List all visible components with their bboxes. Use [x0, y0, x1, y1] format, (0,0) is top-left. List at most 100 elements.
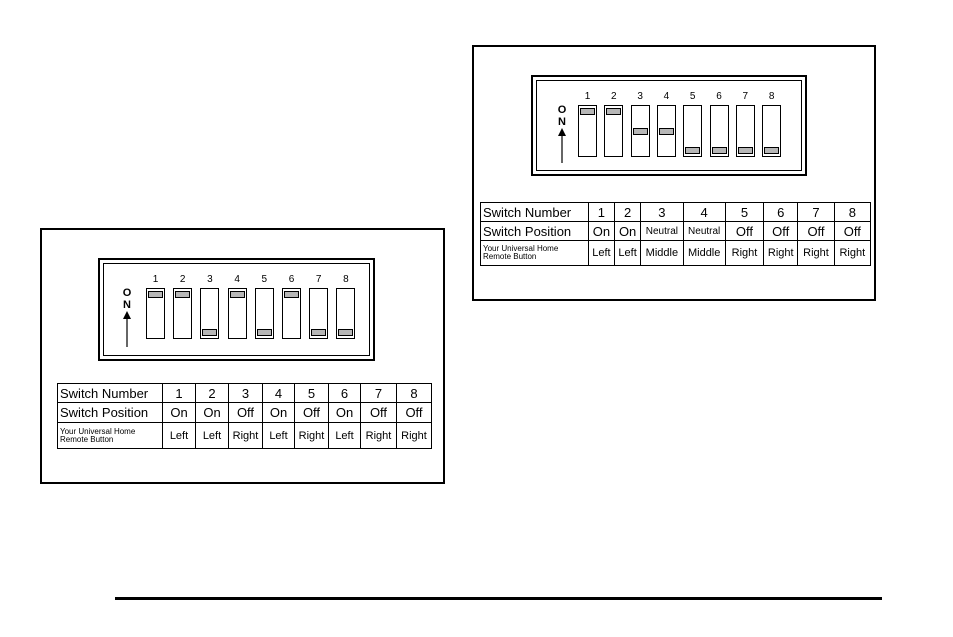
dip-switch-7: [309, 288, 329, 339]
row-header-remote-button: Your Universal Home Remote Button: [57, 422, 163, 449]
switch-number-label: 6: [716, 91, 722, 102]
switch-number-cell: 6: [328, 383, 361, 403]
switch-number-label: 7: [315, 274, 322, 285]
switch-number-label: 7: [742, 91, 749, 102]
switch-number-cell: 4: [682, 202, 726, 222]
switch-number-label: 8: [343, 274, 349, 285]
table-row-remote-button: Your Universal Home Remote Button Left L…: [480, 240, 872, 266]
switch-settings-table: Switch Number 1 2 3 4 5 6 7 8 Switch Pos…: [57, 383, 432, 449]
remote-button-cell: Middle: [640, 240, 684, 266]
dip-switch-5: [254, 288, 274, 339]
on-arrow-icon: [123, 311, 131, 347]
remote-button-cell: Left: [162, 422, 196, 449]
page-footer-rule: [115, 597, 882, 600]
row-header-remote-button: Your Universal Home Remote Button: [480, 240, 589, 266]
row-header-switch-position: Switch Position: [57, 402, 163, 423]
switch-number-cell: 5: [294, 383, 329, 403]
switch-number-label: 6: [288, 274, 295, 285]
switch-slider: [175, 291, 191, 298]
dip-switch-3: [630, 105, 650, 157]
on-label-n: N: [558, 116, 566, 128]
switch-number-cell: 7: [797, 202, 835, 222]
dip-switch-2: [604, 105, 624, 157]
dip-switch-3: [200, 288, 220, 339]
switch-number-cell: 4: [262, 383, 295, 403]
remote-button-cell: Left: [262, 422, 295, 449]
remote-button-cell: Left: [614, 240, 642, 266]
table-row-switch-number: Switch Number 1 2 3 4 5 6 7 8: [480, 202, 872, 222]
remote-button-cell: Right: [294, 422, 329, 449]
switch-position-cell: Neutral: [682, 221, 726, 241]
switch-number-cell: 3: [228, 383, 263, 403]
dip-switch-8: [762, 105, 782, 157]
on-label-o: O: [557, 104, 567, 116]
switch-slider: [148, 291, 163, 298]
switch-number-label: 5: [689, 91, 696, 102]
switch-slider: [658, 128, 674, 135]
dip-switch-6: [709, 105, 729, 157]
remote-button-cell: Right: [724, 240, 765, 266]
switch-position-cell: Off: [797, 221, 835, 241]
switch-position-cell: On: [328, 402, 361, 423]
remote-button-cell: Left: [328, 422, 361, 449]
remote-button-cell: Middle: [682, 240, 726, 266]
switch-position-cell: Off: [228, 402, 263, 423]
switch-position-cell: On: [195, 402, 229, 423]
dip-switch-8: [336, 288, 356, 339]
switch-slider: [606, 108, 622, 115]
switch-position-cell: On: [162, 402, 196, 423]
switch-number-label: 3: [207, 274, 213, 285]
switch-position-cell: Neutral: [640, 221, 684, 241]
switch-slider: [284, 291, 299, 298]
switch-slider: [229, 291, 245, 298]
row-header-switch-number: Switch Number: [480, 202, 589, 222]
dip-switch-frame: [103, 263, 370, 356]
dip-switch-7: [735, 105, 755, 157]
switch-number-cell: 8: [396, 383, 432, 403]
switch-number-cell: 2: [195, 383, 229, 403]
switch-slider: [632, 128, 648, 135]
switch-slider: [202, 329, 218, 336]
row-header-switch-number: Switch Number: [57, 383, 163, 403]
switch-number-label: 1: [584, 91, 591, 102]
table-row-switch-position: Switch Position On On Off On Off On Off …: [57, 402, 432, 423]
switch-settings-table: Switch Number 1 2 3 4 5 6 7 8 Switch Pos…: [480, 202, 872, 266]
remote-button-cell: Right: [833, 240, 872, 266]
table-row-switch-number: Switch Number 1 2 3 4 5 6 7 8: [57, 383, 432, 403]
dip-switch-2: [173, 288, 193, 339]
dip-switch-1: [146, 288, 165, 339]
dip-switch-diagram: O N 1 2 3 4 5 6 7 8: [531, 75, 807, 176]
switch-position-cell: On: [587, 221, 616, 241]
switch-slider: [580, 108, 595, 115]
switch-position-cell: Off: [294, 402, 329, 423]
dip-switch-5: [683, 105, 703, 157]
switch-number-label: 2: [179, 274, 186, 285]
switch-position-cell: On: [262, 402, 295, 423]
switch-number-cell: 2: [614, 202, 642, 222]
switch-slider: [256, 329, 272, 336]
switch-number-cell: 3: [640, 202, 684, 222]
switch-position-cell: Off: [724, 221, 765, 241]
dip-switch-1: [578, 105, 597, 157]
switch-number-cell: 7: [360, 383, 397, 403]
remote-button-cell: Right: [763, 240, 799, 266]
switch-number-label: 4: [663, 91, 670, 102]
switch-slider: [311, 329, 327, 336]
switch-number-label: 4: [234, 274, 240, 285]
switch-slider: [685, 147, 701, 154]
switch-number-label: 8: [768, 91, 775, 102]
switch-number-label: 1: [152, 274, 159, 285]
switch-number-label: 2: [611, 91, 617, 102]
switch-position-cell: Off: [763, 221, 799, 241]
switch-slider: [711, 147, 727, 154]
on-arrow-icon: [558, 128, 566, 163]
switch-position-cell: Off: [833, 221, 872, 241]
table-row-switch-position: Switch Position On On Neutral Neutral Of…: [480, 221, 872, 241]
dip-switch-6: [282, 288, 301, 339]
switch-number-label: 5: [261, 274, 268, 285]
switch-number-label: 3: [637, 91, 643, 102]
switch-slider: [764, 147, 780, 154]
